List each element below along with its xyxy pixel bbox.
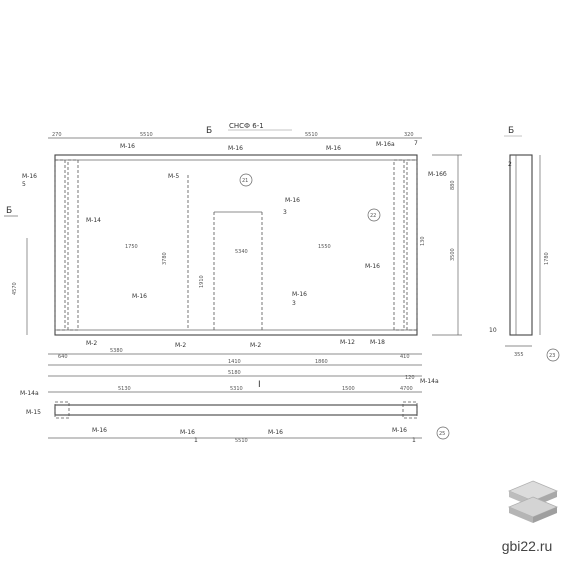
mark-bottom-plan-1: М-16 [180, 429, 195, 436]
section-mark: 10 [489, 327, 497, 334]
left-column-inner [67, 159, 79, 331]
dim-mid-mid: 5310 [230, 386, 243, 392]
mark-left-2: М-14 [86, 217, 101, 224]
ref-circle-4-label: 25 [439, 431, 445, 437]
ref-circle-2-label: 22 [370, 213, 376, 219]
dim-bottom-e: 5130 [118, 386, 131, 392]
ref-circle-2 [367, 208, 381, 222]
mark-bottom-5: М-18 [370, 339, 385, 346]
dim-inner-right: 1550 [318, 244, 331, 250]
dim-top-mid-right: 5510 [305, 132, 318, 138]
dim-inner-height-2: 1910 [199, 275, 205, 288]
dim-bottom-g: 5510 [235, 438, 248, 444]
mark-bottom-2: М-2 [175, 342, 186, 349]
dim-bottom-f: 1500 [342, 386, 355, 392]
ref-circle-3 [546, 348, 560, 362]
ref-circle-1 [239, 173, 253, 187]
sheet-title: СНСФ 6-1 [229, 122, 264, 130]
mark-bottom-1: М-2 [86, 340, 97, 347]
dim-right-small-2: 120 [405, 375, 415, 381]
dim-left-vertical: 4570 [12, 282, 18, 295]
mark-bottom-4: М-12 [340, 339, 355, 346]
frame-outline [54, 154, 418, 336]
section-view-label: Б [508, 126, 514, 136]
dim-bottom-a: 5380 [110, 348, 123, 354]
site-logo-icon [507, 480, 559, 523]
mark-bottom-plan-3: М-16 [92, 427, 107, 434]
dim-left-small-1: 640 [58, 354, 68, 360]
mark-bottom-right: М-14а [420, 378, 439, 385]
mark-right-2: М-16 [292, 291, 307, 298]
mark-bottom-3: М-2 [250, 342, 261, 349]
view-label-top: Б [206, 126, 212, 136]
dim-top-mid-left: 5510 [140, 132, 153, 138]
right-column [393, 159, 405, 331]
mark-left-1: М-16 [22, 173, 37, 180]
section-label-left: Б [6, 206, 12, 216]
left-column [54, 159, 66, 331]
mark-bottom-plan-2: М-16 [268, 429, 283, 436]
dim-inner-left: 1750 [125, 244, 138, 250]
mark-right-1: М-16б [428, 171, 447, 178]
bottom-plan-beam [54, 404, 418, 416]
dim-top-right: 320 [404, 132, 414, 138]
mark-right-3: М-16 [365, 263, 380, 270]
dim-bottom-h: 4700 [400, 386, 413, 392]
mark-left-3: М-16 [132, 293, 147, 300]
bottom-plan-left-end [54, 401, 70, 419]
mark-top-ref: 7 [414, 140, 418, 147]
mark-bottom-left-2: М-15 [26, 409, 41, 416]
ref-circle-3-label: 23 [549, 353, 555, 359]
dim-section-height: 1780 [544, 252, 550, 265]
mark-mid-ref: 3 [283, 209, 287, 216]
dim-right-small: 130 [420, 236, 426, 246]
dim-right-upper: 880 [450, 180, 456, 190]
mark-mid-2: М-16 [285, 197, 300, 204]
ref-circle-1-label: 21 [242, 178, 248, 184]
dim-bottom-d: 1860 [315, 359, 328, 365]
mark-bottom-plan-4: М-16 [392, 427, 407, 434]
dim-inner-height: 3780 [162, 252, 168, 265]
mark-left-ref: 5 [22, 181, 26, 188]
section-outline [509, 154, 533, 336]
section-top-mark: 2 [508, 161, 512, 168]
mark-top-1: М-16 [120, 143, 135, 150]
dim-right-small-1: 410 [400, 354, 410, 360]
ref-circle-4 [436, 426, 450, 440]
mark-top-3: М-16 [326, 145, 341, 152]
mark-top-2: М-16 [228, 145, 243, 152]
mark-top-4: М-16а [376, 141, 395, 148]
dim-section-width: 355 [514, 352, 524, 358]
mark-right-ref: 3 [292, 300, 296, 307]
right-column-outer [406, 159, 418, 331]
dim-bottom-c: 1410 [228, 359, 241, 365]
mark-bottom-left: М-14а [20, 390, 39, 397]
dim-inner-mid: 5340 [235, 249, 248, 255]
dim-bottom-b: 5180 [228, 370, 241, 376]
view-label-bottom: I [258, 380, 261, 390]
mark-bottom-plan-ref-2: 1 [412, 437, 416, 444]
mark-bottom-plan-ref: 1 [194, 437, 198, 444]
mark-mid-1: М-5 [168, 173, 179, 180]
bottom-plan-right-end [402, 401, 418, 419]
dim-top-left: 270 [52, 132, 62, 138]
site-name: gbi22.ru [501, 538, 553, 554]
dim-right-main: 3500 [450, 248, 456, 261]
